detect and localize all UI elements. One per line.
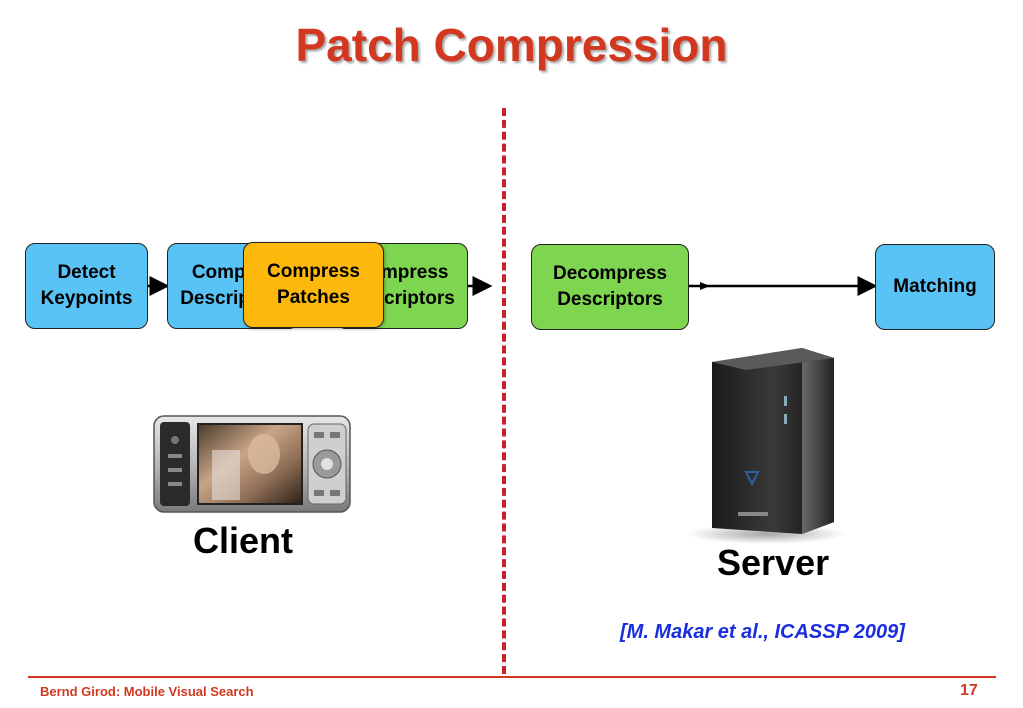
slide-title: Patch Compression	[295, 19, 728, 71]
client-label: Client	[193, 520, 294, 561]
decompress-descriptors-box: Decompress Descriptors	[531, 244, 689, 330]
client-server-divider	[502, 108, 506, 674]
matching-box: Matching	[875, 244, 995, 330]
page-number: 17	[960, 682, 978, 699]
server-label: Server	[717, 542, 830, 583]
footer-author: Bernd Girod: Mobile Visual Search	[40, 684, 254, 699]
mobile-phone-icon	[153, 415, 351, 513]
citation-text: [M. Makar et al., ICASSP 2009]	[620, 621, 905, 643]
detect-keypoints-box: Detect Keypoints	[25, 243, 148, 329]
footer-rule	[28, 676, 996, 678]
server-tower-icon	[686, 348, 846, 544]
arrow-mid-marker	[700, 282, 710, 290]
compress-patches-box: Compress Patches	[243, 242, 384, 328]
